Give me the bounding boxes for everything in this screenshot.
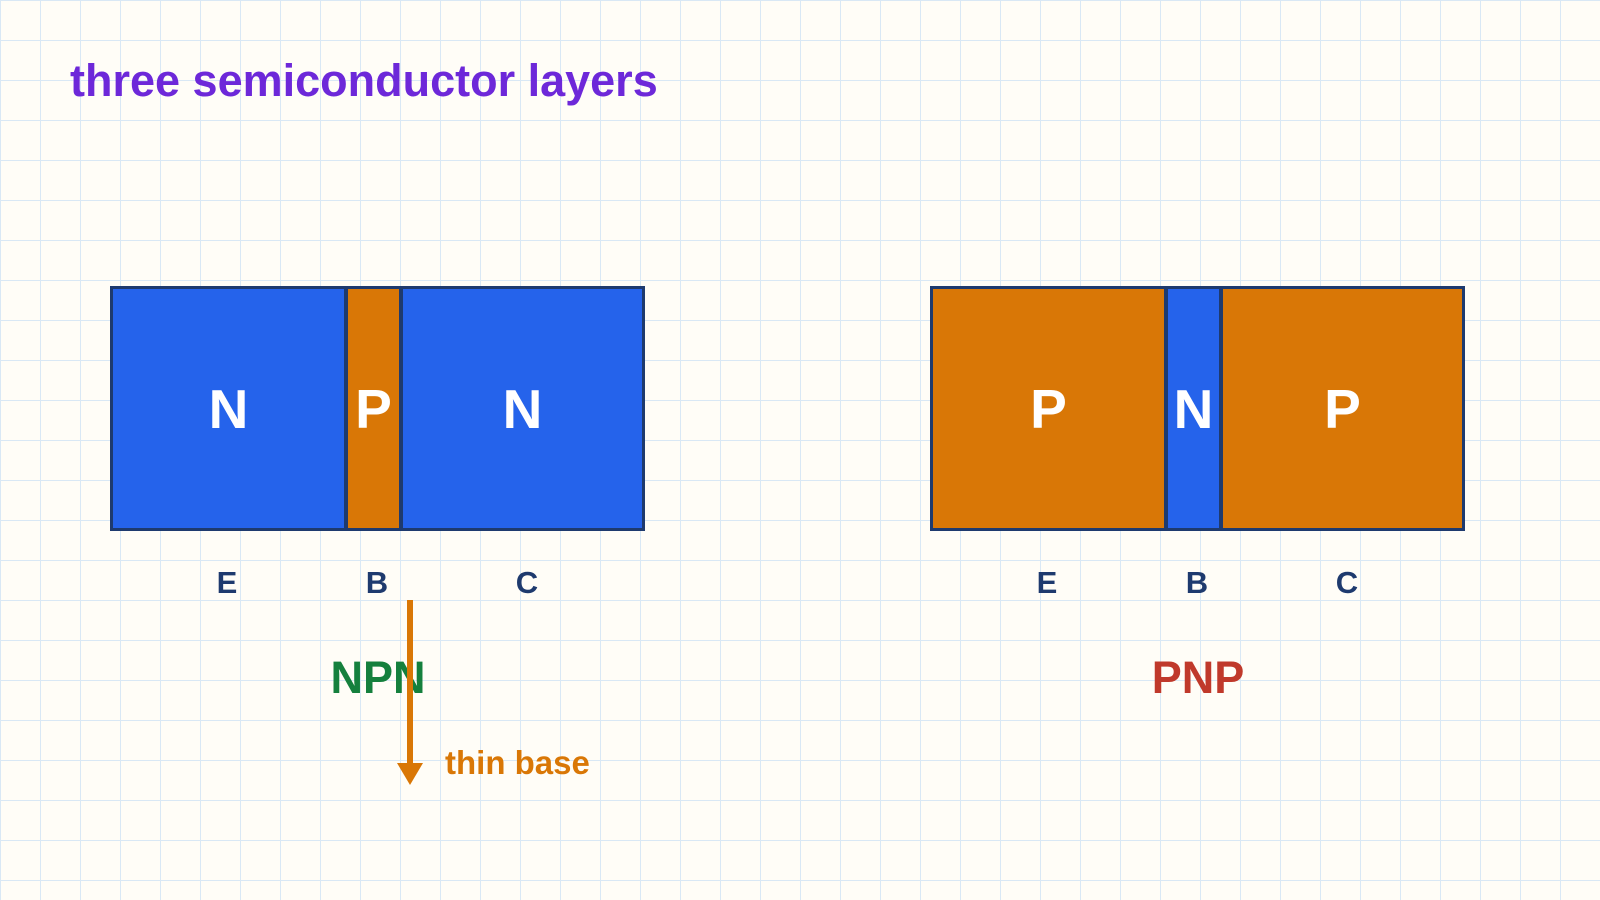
- pnp-collector-layer: P: [1223, 289, 1462, 528]
- arrow-down-icon: [397, 600, 423, 785]
- pnp-transistor-diagram: P N P: [930, 286, 1465, 531]
- npn-transistor-diagram: N P N: [110, 286, 645, 531]
- pnp-collector-terminal-label: C: [1335, 565, 1359, 600]
- pnp-base-layer: N: [1164, 289, 1223, 528]
- arrow-head: [397, 763, 423, 785]
- npn-collector-layer: N: [403, 289, 642, 528]
- npn-base-layer-label: P: [355, 377, 392, 440]
- pnp-type-label: PNP: [1151, 652, 1245, 703]
- pnp-base-terminal-label: B: [1185, 565, 1209, 600]
- npn-base-layer: P: [344, 289, 403, 528]
- npn-collector-layer-label: N: [502, 377, 543, 440]
- pnp-collector-layer-label: P: [1324, 377, 1361, 440]
- pnp-emitter-layer: P: [933, 289, 1164, 528]
- npn-emitter-terminal-label: E: [216, 565, 238, 600]
- npn-type-label: NPN: [330, 652, 426, 703]
- pnp-emitter-terminal-label: E: [1036, 565, 1058, 600]
- npn-base-terminal-label: B: [365, 565, 389, 600]
- thin-base-annotation: thin base: [445, 744, 590, 781]
- pnp-base-layer-label: N: [1173, 377, 1214, 440]
- npn-emitter-layer-label: N: [208, 377, 249, 440]
- diagram-title: three semiconductor layers: [70, 55, 658, 106]
- pnp-emitter-layer-label: P: [1030, 377, 1067, 440]
- npn-collector-terminal-label: C: [515, 565, 539, 600]
- npn-emitter-layer: N: [113, 289, 344, 528]
